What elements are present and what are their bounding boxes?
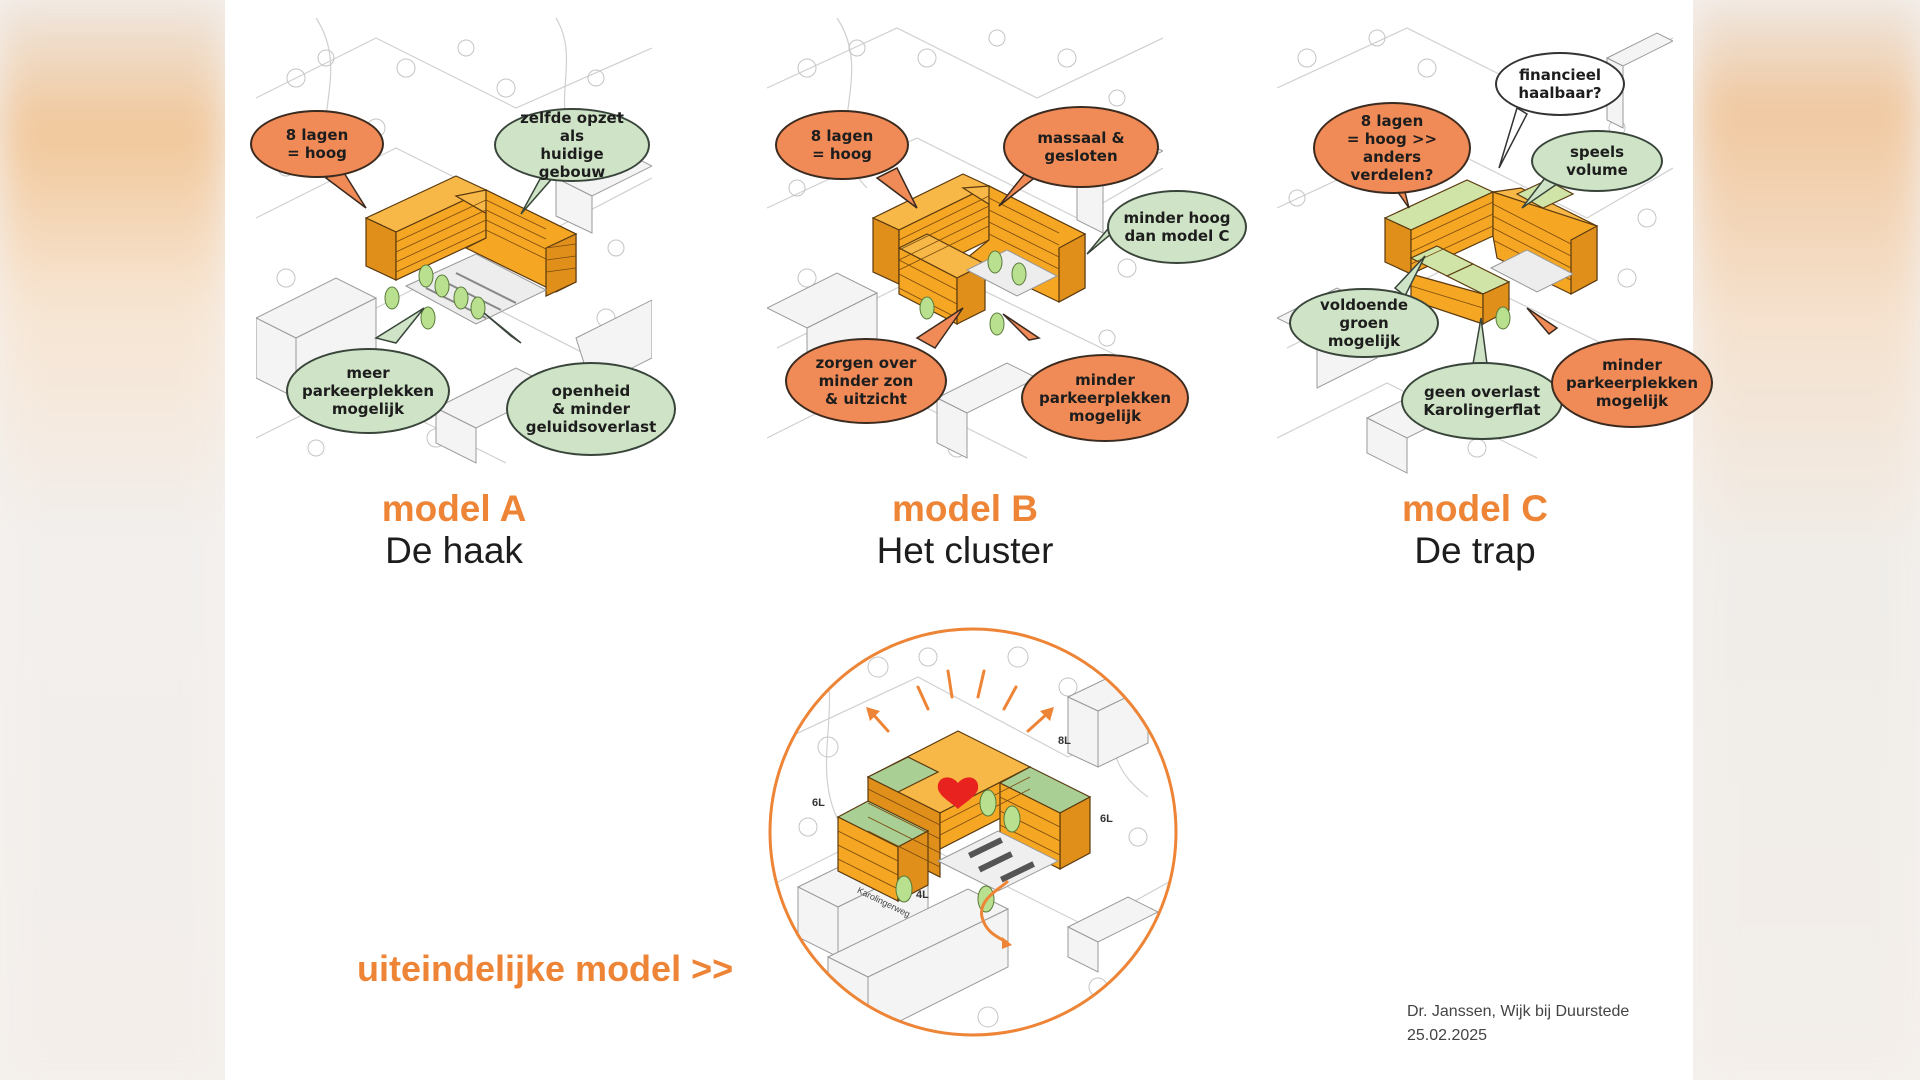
blurred-background-right bbox=[1695, 0, 1920, 1080]
floor-label-6l-right: 6L bbox=[1100, 813, 1113, 825]
blurred-background-left bbox=[0, 0, 225, 1080]
model-b-panel: 8 lagen= hoog massaal &gesloten minder h… bbox=[767, 18, 1247, 478]
model-b-label: model B bbox=[892, 488, 1038, 529]
final-model-diagram: 8L 6L 6L 4L Karolingerweg bbox=[768, 627, 1178, 1037]
final-model-label: uiteindelijke model >> bbox=[357, 948, 734, 989]
model-c-label: model C bbox=[1402, 488, 1548, 529]
model-b-bubble-height: 8 lagen= hoog bbox=[775, 110, 909, 180]
model-b-bubble-massive: massaal &gesloten bbox=[1003, 106, 1159, 188]
model-a-bubble-height: 8 lagen= hoog bbox=[250, 110, 384, 178]
floor-label-6l-left: 6L bbox=[812, 797, 825, 809]
footer-date: 25.02.2025 bbox=[1407, 1027, 1488, 1044]
model-a-label: model A bbox=[381, 488, 527, 529]
model-b-name: Het cluster bbox=[876, 530, 1054, 571]
model-c-name: De trap bbox=[1414, 530, 1536, 571]
footer: Dr. Janssen, Wijk bij Duurstede 25.02.20… bbox=[1407, 1000, 1629, 1048]
floor-label-8l: 8L bbox=[1058, 735, 1071, 747]
footer-author: Dr. Janssen, Wijk bij Duurstede bbox=[1407, 1003, 1630, 1020]
floor-label-4l: 4L bbox=[916, 889, 929, 901]
model-a-name: De haak bbox=[385, 530, 523, 571]
model-c-bubble-playful: speels volume bbox=[1531, 130, 1663, 192]
